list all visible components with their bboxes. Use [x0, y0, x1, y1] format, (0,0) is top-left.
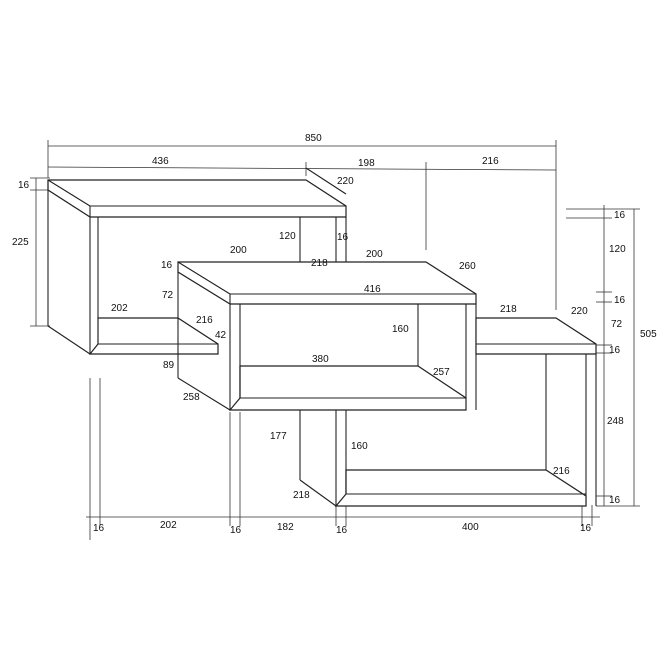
dimension-lines — [30, 140, 640, 540]
dim-436: 436 — [152, 156, 169, 167]
dim-218-right: 218 — [500, 304, 517, 315]
dim-16-r-a: 16 — [614, 210, 626, 221]
dim-216-left: 216 — [196, 315, 213, 326]
dim-257: 257 — [433, 367, 450, 378]
dim-216-top: 216 — [482, 156, 499, 167]
dim-505: 505 — [640, 329, 657, 340]
dim-16-top: 16 — [18, 180, 30, 191]
dim-216-low: 216 — [553, 466, 570, 477]
dim-16-b-d: 16 — [580, 523, 592, 534]
dim-225: 225 — [12, 237, 29, 248]
dim-220-right: 220 — [571, 306, 588, 317]
dim-16-r-b: 16 — [614, 295, 626, 306]
dim-16-b-b: 16 — [230, 525, 242, 536]
dim-200-right: 200 — [366, 249, 383, 260]
dim-160-low: 160 — [351, 441, 368, 452]
dim-248: 248 — [607, 416, 624, 427]
dim-16-r-d: 16 — [609, 495, 621, 506]
dim-400: 400 — [462, 522, 479, 533]
dim-200-left: 200 — [230, 245, 247, 256]
dim-42: 42 — [215, 330, 227, 341]
dim-89: 89 — [163, 360, 175, 371]
dim-182: 182 — [277, 522, 294, 533]
dim-260: 260 — [459, 261, 476, 272]
dim-160-inner: 160 — [392, 324, 409, 335]
dim-202-shelf: 202 — [111, 303, 128, 314]
dim-220-top: 220 — [337, 176, 354, 187]
dim-72-right: 72 — [611, 319, 623, 330]
dim-198: 198 — [358, 158, 375, 169]
shelf-unit — [47, 167, 597, 507]
dim-16-mid: 16 — [161, 260, 173, 271]
dim-218-low: 218 — [293, 490, 310, 501]
dim-850: 850 — [305, 133, 322, 144]
dim-218-riser: 218 — [311, 258, 328, 269]
dim-16-b-c: 16 — [336, 525, 348, 536]
dim-380: 380 — [312, 354, 329, 365]
dim-16-b-a: 16 — [93, 523, 105, 534]
dim-72-left: 72 — [162, 290, 174, 301]
dim-202-bottom: 202 — [160, 520, 177, 531]
dim-258: 258 — [183, 392, 200, 403]
dim-416: 416 — [364, 284, 381, 295]
dim-16-r-c: 16 — [609, 345, 621, 356]
dimension-labels: 850 436 198 216 220 16 225 16 200 200 12… — [12, 133, 657, 536]
dim-16-riser: 16 — [337, 232, 349, 243]
dim-120-riser: 120 — [279, 231, 296, 242]
dim-120-right: 120 — [609, 244, 626, 255]
dim-177: 177 — [270, 431, 287, 442]
